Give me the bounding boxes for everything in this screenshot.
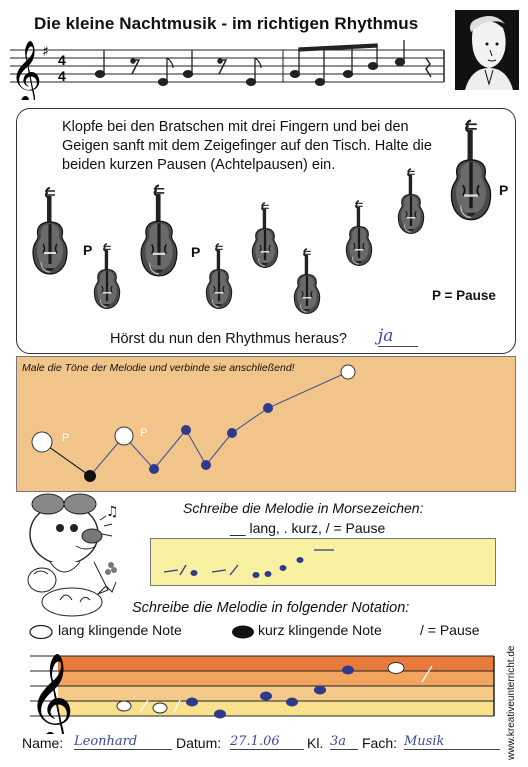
subject-label: Fach: bbox=[362, 735, 398, 751]
rhythm-question: Hörst du nun den Rhythmus heraus? bbox=[110, 331, 347, 347]
notation-staff: 𝄞 bbox=[30, 653, 495, 734]
violin-icon bbox=[293, 248, 321, 315]
notation-title: Schreibe die Melodie in folgender Notati… bbox=[132, 600, 410, 616]
morse-answer-field[interactable] bbox=[150, 538, 496, 586]
header-staff: 𝄞 ♯ 4 4 bbox=[10, 40, 445, 100]
melody-drawing: P P bbox=[31, 364, 356, 482]
morse-legend: __ lang, . kurz, / = Pause bbox=[230, 520, 386, 536]
pause-mark: P bbox=[62, 432, 69, 444]
melody-panel bbox=[16, 356, 516, 492]
time-signature-top: 4 bbox=[58, 52, 66, 68]
class-field[interactable]: 3a bbox=[330, 734, 358, 750]
legend-short-note: kurz klingende Note bbox=[258, 622, 382, 638]
short-note-icon bbox=[232, 625, 254, 639]
name-field[interactable]: Leonhard bbox=[74, 734, 172, 750]
long-note-icon bbox=[29, 624, 53, 640]
morse-answer-drawing bbox=[163, 549, 334, 578]
treble-clef-icon: 𝄞 bbox=[30, 653, 74, 734]
pause-mark: P bbox=[499, 182, 509, 198]
violin-icon bbox=[205, 243, 233, 310]
violin-icon bbox=[93, 243, 121, 310]
viola-icon bbox=[139, 184, 179, 278]
pause-mark: P bbox=[191, 244, 201, 260]
mozart-portrait bbox=[455, 10, 519, 90]
rhythm-instruction: Klopfe bei den Bratschen mit drei Finger… bbox=[62, 119, 432, 173]
svg-text:♫: ♫ bbox=[106, 504, 119, 520]
treble-clef-icon: 𝄞 bbox=[10, 40, 42, 100]
page-title: Die kleine Nachtmusik - im richtigen Rhy… bbox=[34, 14, 419, 33]
violin-icon bbox=[345, 200, 373, 267]
legend-long-note: lang klingende Note bbox=[58, 622, 182, 638]
legend-pause: / = Pause bbox=[420, 622, 480, 638]
melody-instruction: Male die Töne der Melodie und verbinde s… bbox=[22, 362, 295, 374]
mouse-illustration: ♫ bbox=[27, 493, 119, 617]
date-field[interactable]: 27.1.06 bbox=[230, 734, 304, 750]
date-label: Datum: bbox=[176, 735, 222, 751]
viola-icon bbox=[31, 186, 69, 276]
subject-field[interactable]: Musik bbox=[404, 734, 500, 750]
pause-mark: P bbox=[140, 427, 147, 439]
viola-icon bbox=[450, 119, 492, 221]
svg-text:♯: ♯ bbox=[42, 44, 49, 60]
class-label: Kl. bbox=[307, 735, 324, 751]
violin-icon bbox=[397, 168, 425, 235]
pause-legend: P = Pause bbox=[432, 288, 496, 303]
rhythm-answer[interactable]: ja bbox=[378, 326, 418, 347]
violin-icon bbox=[251, 202, 279, 269]
time-signature-bottom: 4 bbox=[58, 68, 66, 84]
website-credit: www.kreativeunterricht.de bbox=[506, 645, 517, 761]
pause-mark: P bbox=[83, 242, 93, 258]
name-label: Name: bbox=[22, 735, 64, 751]
morse-title: Schreibe die Melodie in Morsezeichen: bbox=[183, 500, 424, 516]
